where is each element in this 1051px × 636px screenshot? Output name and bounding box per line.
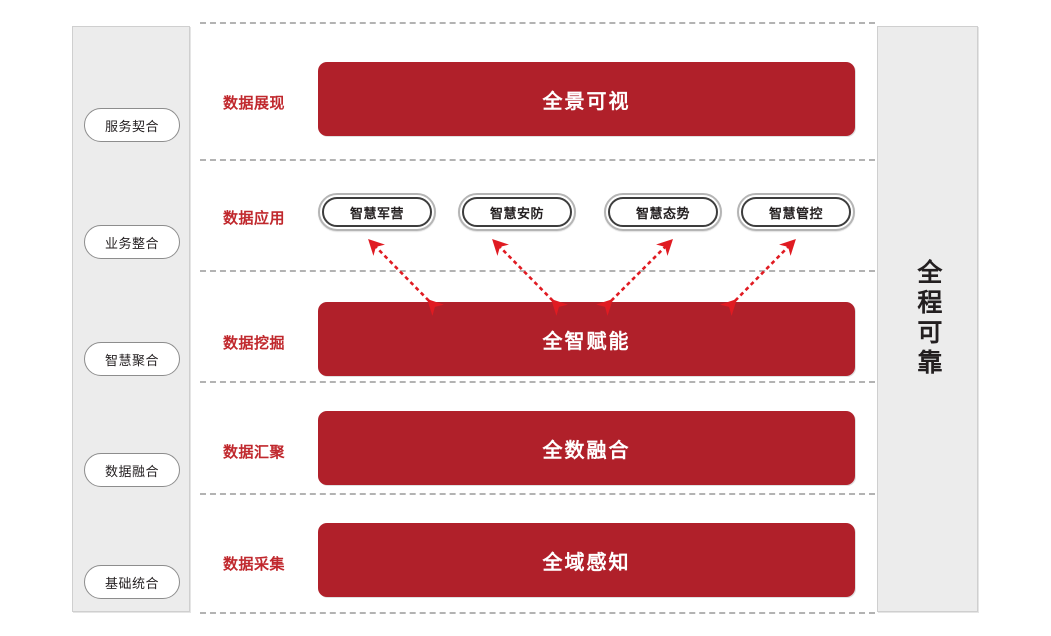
stage-bar-text: 全景可视 bbox=[542, 90, 631, 113]
divider-presentation-application bbox=[200, 159, 875, 161]
capability-pill-label: 服务契合 bbox=[104, 118, 159, 134]
app-pill-inner: 智慧军营 bbox=[322, 197, 432, 227]
capability-pill-business[interactable]: 业务整合 bbox=[84, 225, 180, 259]
stage-label-data-mining: 数据挖掘 bbox=[223, 335, 286, 352]
arrow-control bbox=[720, 238, 796, 316]
stage-label-data-presentation: 数据展现 bbox=[223, 95, 286, 112]
reliability-column: 全程可靠 bbox=[877, 26, 978, 612]
divider-aggregation-collection bbox=[200, 493, 875, 495]
app-pill-label: 智慧管控 bbox=[768, 205, 823, 221]
capability-pill-label: 基础统合 bbox=[104, 575, 159, 591]
app-pill-label: 智慧军营 bbox=[349, 205, 404, 221]
capability-pill-service[interactable]: 服务契合 bbox=[84, 108, 180, 142]
app-pill-label: 智慧态势 bbox=[635, 205, 690, 221]
reliability-column-label: 全程可靠 bbox=[913, 259, 942, 379]
stage-label-data-collection: 数据采集 bbox=[223, 556, 286, 573]
app-pill-smart-barracks[interactable]: 智慧军营 bbox=[318, 193, 436, 231]
arrow-situation bbox=[596, 239, 673, 316]
arrow-barracks bbox=[368, 238, 444, 316]
app-pill-inner: 智慧态势 bbox=[608, 197, 718, 227]
capability-integration-column: 服务契合 业务整合 智慧聚合 数据融合 基础统合 bbox=[72, 26, 190, 612]
application-pill-row: 智慧军营 智慧安防 智慧态势 智慧管控 bbox=[318, 193, 855, 239]
capability-pill-label: 数据融合 bbox=[104, 463, 159, 479]
stage-bar-text: 全域感知 bbox=[542, 551, 631, 574]
app-pill-inner: 智慧管控 bbox=[741, 197, 851, 227]
divider-mining-aggregation bbox=[200, 381, 875, 383]
app-pill-smart-control[interactable]: 智慧管控 bbox=[737, 193, 855, 231]
stage-bar-data-presentation[interactable]: 全景可视 bbox=[318, 62, 855, 136]
stage-label-data-application: 数据应用 bbox=[223, 210, 286, 227]
arrow-security bbox=[492, 238, 568, 316]
capability-pill-data[interactable]: 数据融合 bbox=[84, 453, 180, 487]
stage-bar-data-aggregation[interactable]: 全数融合 bbox=[318, 411, 855, 485]
divider-bottom bbox=[200, 612, 875, 614]
divider-application-mining bbox=[200, 270, 875, 272]
stage-bar-data-mining[interactable]: 全智赋能 bbox=[318, 302, 855, 376]
stage-bar-text: 全数融合 bbox=[542, 439, 631, 462]
stage-label-data-aggregation: 数据汇聚 bbox=[223, 444, 286, 461]
app-pill-smart-situation[interactable]: 智慧态势 bbox=[604, 193, 722, 231]
stage-bar-data-collection[interactable]: 全域感知 bbox=[318, 523, 855, 597]
capability-pill-infrastructure[interactable]: 基础统合 bbox=[84, 565, 180, 599]
capability-pill-intelligence[interactable]: 智慧聚合 bbox=[84, 342, 180, 376]
stage-bar-text: 全智赋能 bbox=[542, 330, 631, 353]
app-pill-label: 智慧安防 bbox=[489, 205, 544, 221]
architecture-stage-area: 数据展现 全景可视 数据应用 智慧军营 智慧安防 智慧态势 智慧管控 数据挖掘 bbox=[200, 22, 875, 614]
divider-top bbox=[200, 22, 875, 24]
capability-pill-label: 智慧聚合 bbox=[104, 352, 159, 368]
capability-pill-label: 业务整合 bbox=[104, 235, 159, 251]
app-pill-smart-security[interactable]: 智慧安防 bbox=[458, 193, 576, 231]
app-pill-inner: 智慧安防 bbox=[462, 197, 572, 227]
